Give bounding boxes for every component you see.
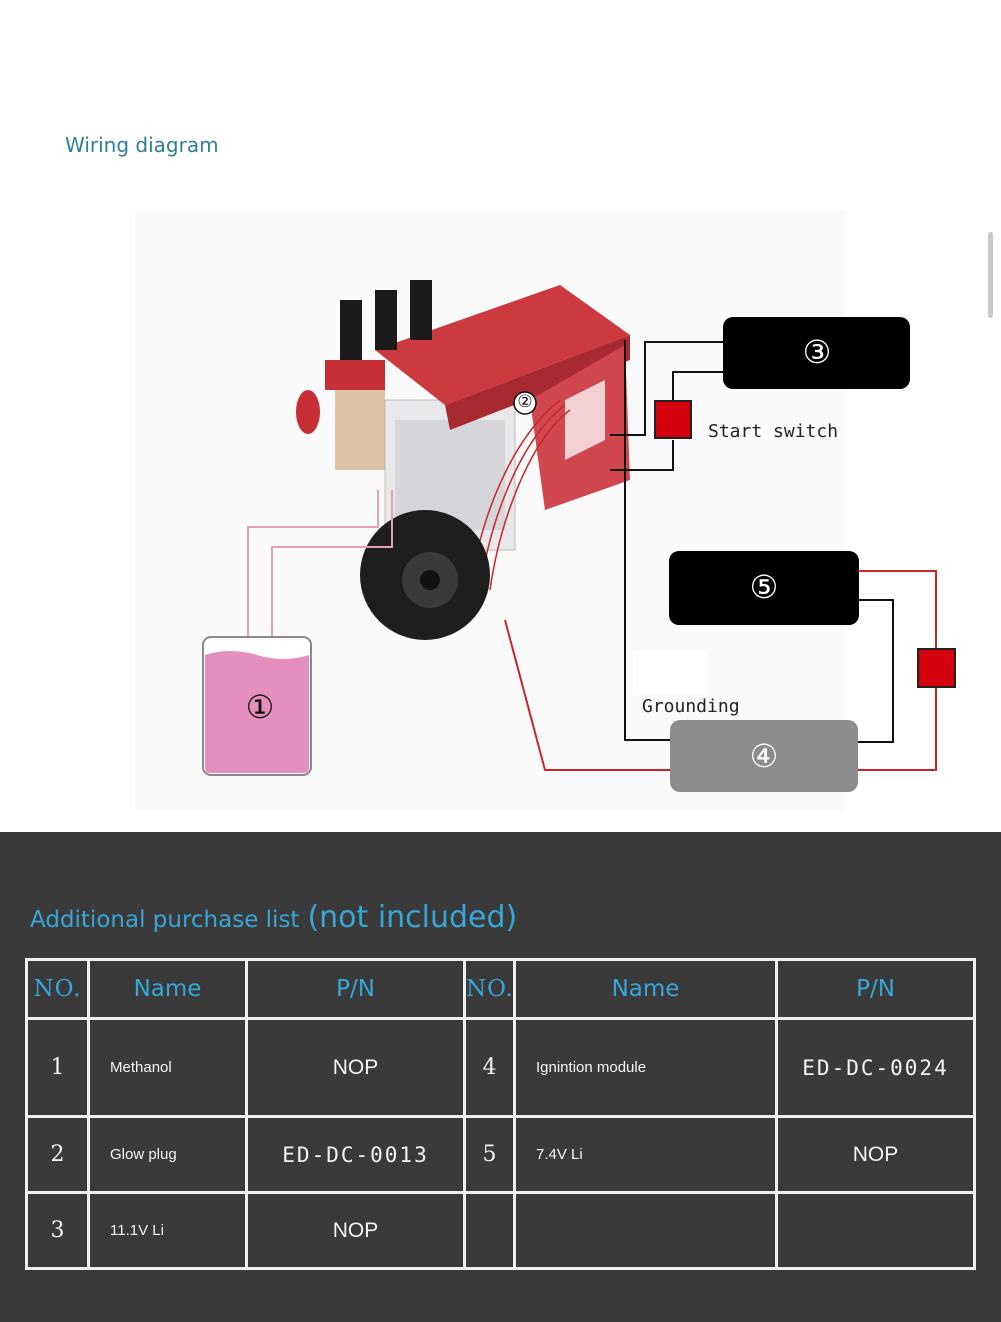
row-3-no-2 [463,1191,516,1270]
row-2-pn-2: NOP [775,1115,976,1194]
row-1-no-2: 4 [463,1017,516,1118]
component-2-marker [513,391,537,415]
row-3-pn-1: NOP [245,1191,466,1270]
power-switch [917,648,956,688]
row-1-pn-1: NOP [245,1017,466,1118]
manifold-pattern [565,380,605,460]
label-patch [633,650,708,695]
component-5-box [669,551,859,625]
purchase-table: NO. Name P/N NO. Name P/N 1 Methanol NOP… [25,958,976,1270]
wiring-section: Wiring diagram [65,133,993,792]
scrollbar[interactable] [988,232,993,318]
injector-3 [410,280,432,340]
wire-switch-4-red [858,687,937,771]
wire-grounding [624,340,672,741]
purchase-title-note: (not included) [307,900,518,935]
fuel-line-1 [247,490,379,640]
grounding-label: Grounding [642,696,740,717]
purchase-title-main: Additional purchase list [30,907,300,933]
valve-cover [375,285,630,405]
header-name-2: Name [513,958,778,1020]
row-1-name-1: Methanol [87,1017,248,1118]
row-2-name-2: 7.4V Li [513,1115,778,1194]
wire-5-4-black [858,599,894,743]
valve-cover-side [445,335,630,430]
purchase-title: Additional purchase list (not included) [30,900,517,935]
fuel-level [205,651,309,773]
component-3-box [723,317,910,389]
intake-bracket [335,390,385,470]
engine-illustration [296,280,630,640]
intake-horn [296,390,320,434]
wire-box3-upper [610,341,725,436]
row-2-no-2: 5 [463,1115,516,1194]
component-4-label: ④ [749,737,779,775]
fuel-line-2 [271,490,393,640]
header-name-1: Name [87,958,248,1020]
injector-2 [375,290,397,350]
component-2-label: ② [517,392,533,412]
start-switch-label: Start switch [708,421,839,442]
injector-1 [340,300,362,360]
row-3-pn-2 [775,1191,976,1270]
header-no-1: NO. [25,958,90,1020]
component-5-label: ⑤ [749,568,779,606]
table-header-row: NO. Name P/N NO. Name P/N [25,958,976,1020]
row-2-name-1: Glow plug [87,1115,248,1194]
row-1-no-1: 1 [25,1017,90,1118]
wire-5-switch-red [858,570,937,650]
diagram-title: Wiring diagram [65,133,219,157]
header-pn-1: P/N [245,958,466,1020]
row-3-no-1: 3 [25,1191,90,1270]
row-3-name-1: 11.1V Li [87,1191,248,1270]
wire-switch-upper [672,371,725,405]
table-row: 1 Methanol NOP 4 Ignintion module ED-DC-… [25,1017,976,1118]
component-1-label: ① [245,688,275,726]
header-pn-2: P/N [775,958,976,1020]
header-no-2: NO. [463,958,516,1020]
component-3-label: ③ [802,333,832,371]
component-4-box [670,720,858,792]
intake-runner [325,360,385,390]
table-row: 3 11.1V Li NOP [25,1191,976,1270]
row-2-no-1: 2 [25,1115,90,1194]
wiring-diagram [202,280,956,792]
row-2-pn-1: ED-DC-0013 [245,1115,466,1194]
row-3-name-2 [513,1191,778,1270]
row-1-name-2: Ignintion module [513,1017,778,1118]
start-switch [654,400,692,439]
row-1-pn-2: ED-DC-0024 [775,1017,976,1118]
wire-engine-4-red [504,619,670,771]
table-row: 2 Glow plug ED-DC-0013 5 7.4V Li NOP [25,1115,976,1194]
wire-switch-lower [610,440,674,471]
